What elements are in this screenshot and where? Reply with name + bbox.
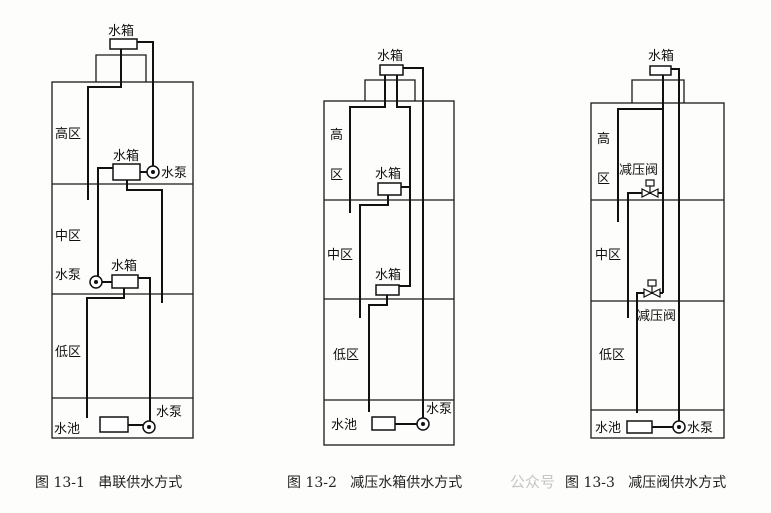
overflow-pipe: [364, 79, 416, 101]
down-pipe: [349, 75, 386, 213]
caption: 图 13-1 串联供水方式: [35, 475, 182, 491]
water-pool: [371, 416, 396, 431]
overflow-pipe: [631, 79, 685, 103]
label-tank: 水箱: [108, 23, 134, 39]
caption: 图 13-2 减压水箱供水方式: [287, 475, 462, 491]
pressure-reducing-valve-icon: [641, 179, 659, 198]
label-valve: 减压阀: [619, 163, 658, 178]
label-pump: 水泵: [161, 166, 187, 181]
label-pool: 水池: [54, 422, 80, 437]
label-zone-low: 低区: [333, 348, 359, 363]
down-pipe: [359, 195, 389, 318]
label-zone-low: 低区: [599, 348, 625, 363]
water-tank-top: [109, 38, 138, 50]
label-valve: 减压阀: [637, 309, 676, 324]
caption: 图 13-3 减压阀供水方式: [565, 475, 726, 491]
down-pipe: [396, 75, 411, 287]
down-pipe: [368, 295, 388, 412]
water-tank-low: [111, 274, 139, 289]
down-pipe: [627, 192, 663, 318]
water-tank-mid: [377, 182, 402, 196]
riser-pipe: [138, 277, 151, 422]
label-pump: 水泵: [426, 402, 452, 417]
building-outline: [51, 81, 194, 439]
label-pump: 水泵: [156, 405, 182, 420]
down-pipe: [87, 49, 122, 200]
riser-pipe: [403, 67, 424, 418]
label-zone-low: 低区: [55, 345, 81, 360]
label-zone-mid: 中区: [327, 248, 353, 263]
water-pool: [99, 416, 129, 433]
label-pump: 水泵: [55, 268, 81, 283]
pump-icon-core: [147, 425, 151, 429]
diagram-pressure-tank-supply: 水箱 水箱 水箱 高 区 中区 低区 水池 水泵 图 13-2 减压水箱供水方式: [287, 48, 462, 491]
label-tank: 水箱: [111, 258, 137, 274]
pump-icon-core: [151, 170, 155, 174]
label-zone-high: 高: [330, 127, 343, 143]
building-outline: [323, 100, 455, 446]
label-tank: 水箱: [648, 48, 674, 64]
down-pipe: [617, 108, 663, 222]
water-tank-low: [375, 284, 400, 296]
label-tank: 水箱: [377, 48, 403, 64]
label-zone-mid: 中区: [55, 229, 81, 244]
label-zone-high: 区: [330, 168, 343, 183]
water-tank-mid: [112, 163, 141, 181]
label-zone-high: 区: [597, 172, 610, 187]
label-zone-high: 高区: [55, 126, 81, 142]
pump-icon-core: [94, 280, 98, 284]
riser-pipe: [97, 167, 113, 276]
riser-pipe: [671, 68, 680, 421]
label-tank: 水箱: [113, 148, 139, 164]
pump-icon-core: [677, 425, 681, 429]
water-pool: [626, 420, 653, 434]
diagram-series-supply: 水箱 水箱 水箱 水泵 水泵 水泵 高区 中区 低区 水池 图 13-1 串联供…: [35, 23, 194, 491]
pump-icon-core: [421, 422, 425, 426]
water-tank-top: [649, 65, 672, 76]
water-tank-top: [379, 64, 404, 76]
label-zone-high: 高: [597, 131, 610, 147]
diagram-pressure-valve-supply: 水箱 减压阀 减压阀 高 区 中区 低区 水池 水泵 图 13-3 减压阀供水方…: [565, 48, 726, 491]
pressure-reducing-valve-icon: [643, 279, 661, 298]
label-zone-mid: 中区: [595, 248, 621, 263]
watermark: 公众号: [510, 473, 555, 491]
label-pool: 水池: [595, 421, 621, 436]
down-pipe: [86, 288, 125, 418]
label-pool: 水池: [331, 418, 357, 433]
riser-pipe: [137, 41, 154, 166]
label-tank: 水箱: [375, 267, 401, 283]
down-pipe: [126, 180, 163, 303]
label-tank: 水箱: [375, 166, 401, 182]
label-pump: 水泵: [687, 421, 713, 436]
building-outline: [590, 102, 725, 439]
